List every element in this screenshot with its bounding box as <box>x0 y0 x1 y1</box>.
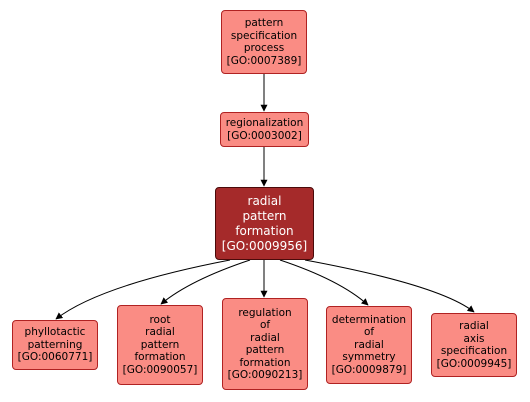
edge-radial-to-radial-axis <box>304 259 475 313</box>
node-label: determination of radial symmetry [GO:000… <box>331 313 407 376</box>
node-label: phyllotactic patterning [GO:0060771] <box>17 326 93 364</box>
node-label: radial pattern formation [GO:0009956] <box>221 193 308 253</box>
edge-radial-to-root <box>160 259 251 305</box>
node-radial-axis-specification[interactable]: radial axis specification [GO:0009945] <box>431 313 517 377</box>
node-radial-pattern-formation[interactable]: radial pattern formation [GO:0009956] <box>215 187 314 260</box>
edge-radial-to-determination <box>279 259 369 306</box>
node-label: regulation of radial pattern formation [… <box>227 306 303 382</box>
node-label: regionalization [GO:0003002] <box>225 117 304 142</box>
node-determination-of-radial-symmetry[interactable]: determination of radial symmetry [GO:000… <box>326 306 412 384</box>
node-regulation-of-radial-pattern-formation[interactable]: regulation of radial pattern formation [… <box>222 298 308 390</box>
node-root-radial-pattern-formation[interactable]: root radial pattern formation [GO:009005… <box>117 305 203 385</box>
node-phyllotactic-patterning[interactable]: phyllotactic patterning [GO:0060771] <box>12 320 98 370</box>
node-label: root radial pattern formation [GO:009005… <box>122 313 198 376</box>
node-pattern-specification-process[interactable]: pattern specification process [GO:000738… <box>221 10 307 74</box>
node-label: pattern specification process [GO:000738… <box>226 17 302 67</box>
node-regionalization[interactable]: regionalization [GO:0003002] <box>220 112 309 147</box>
node-label: radial axis specification [GO:0009945] <box>436 320 512 370</box>
edge-radial-to-phyllotactic <box>55 259 231 320</box>
